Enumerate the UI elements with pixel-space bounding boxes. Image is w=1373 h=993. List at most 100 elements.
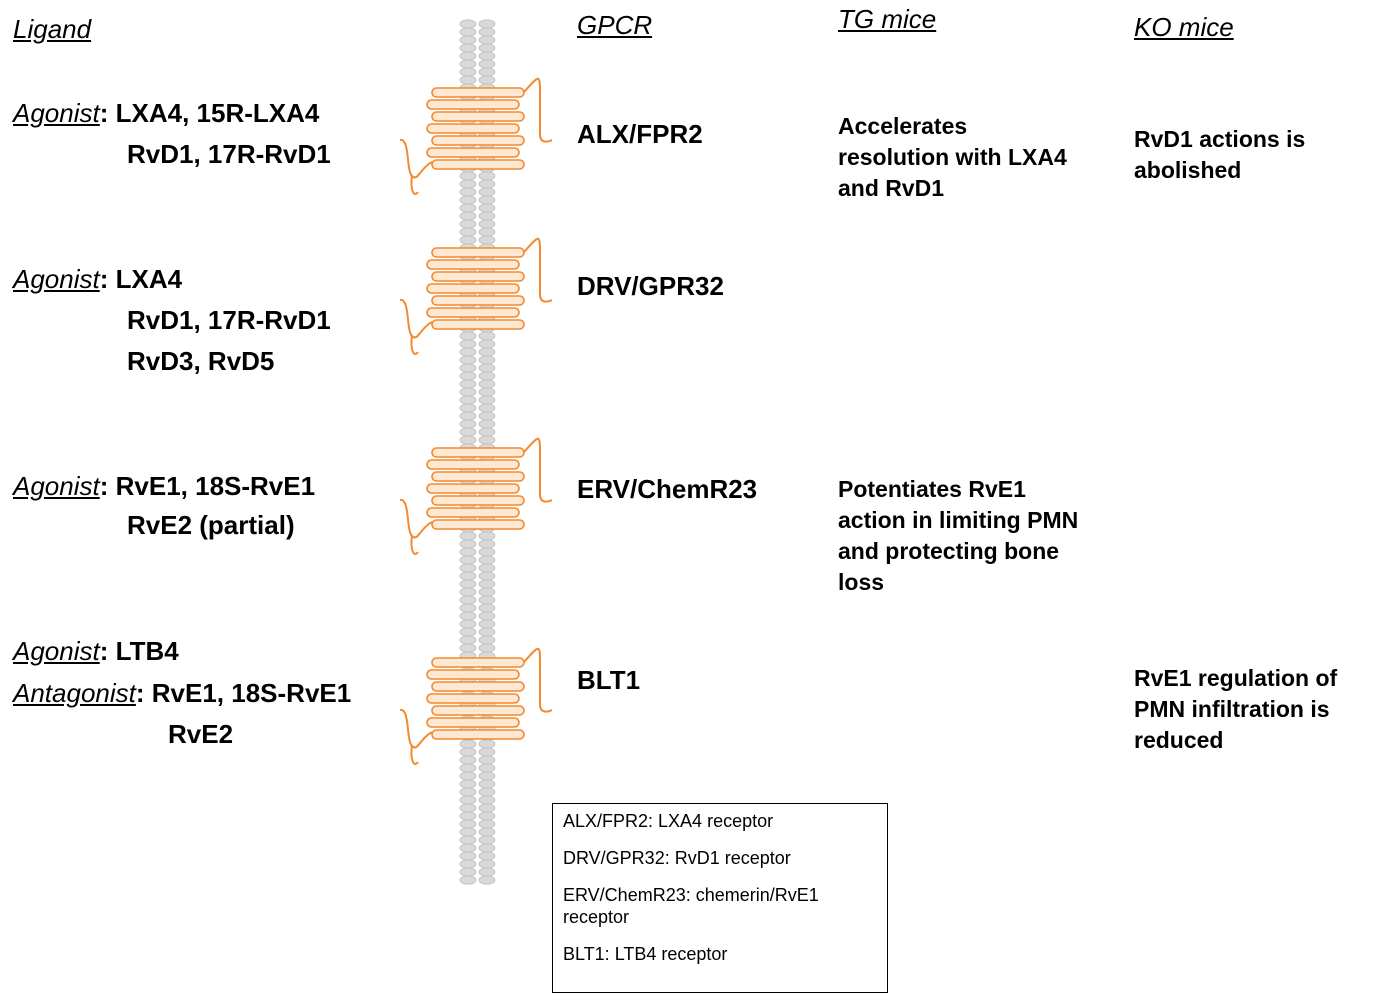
ligand-line: RvE2 (partial) bbox=[127, 510, 295, 540]
lipid-head bbox=[479, 860, 495, 868]
lipid-head bbox=[460, 796, 476, 804]
lipid-head bbox=[460, 68, 476, 76]
lipid-head bbox=[460, 236, 476, 244]
lipid-head bbox=[479, 580, 495, 588]
lipid-head bbox=[460, 612, 476, 620]
lipid-head bbox=[479, 436, 495, 444]
transmembrane-helix bbox=[432, 472, 524, 481]
ligand-row-alx: Agonist: LXA4, 15R-LXA4 bbox=[13, 98, 319, 128]
lipid-head bbox=[479, 364, 495, 372]
ligand-row-drv: Agonist: LXA4 bbox=[13, 264, 182, 294]
lipid-head bbox=[479, 188, 495, 196]
ko-mice-header: KO mice bbox=[1134, 12, 1234, 43]
lipid-head bbox=[460, 396, 476, 404]
ligand-line: RvE1, 18S-RvE1 bbox=[152, 678, 351, 708]
transmembrane-helix bbox=[432, 320, 524, 329]
lipid-head bbox=[460, 636, 476, 644]
transmembrane-helix bbox=[427, 148, 519, 157]
lipid-head bbox=[460, 36, 476, 44]
lipid-head bbox=[479, 220, 495, 228]
lipid-head bbox=[479, 812, 495, 820]
receptor-n-terminus bbox=[400, 300, 432, 338]
ligand-line: RvD1, 17R-RvD1 bbox=[127, 305, 331, 335]
lipid-head bbox=[479, 196, 495, 204]
lipid-head bbox=[460, 564, 476, 572]
lipid-head bbox=[460, 404, 476, 412]
lipid-head bbox=[479, 44, 495, 52]
lipid-head bbox=[460, 868, 476, 876]
lipid-head bbox=[460, 532, 476, 540]
lipid-head bbox=[479, 628, 495, 636]
lipid-head bbox=[460, 76, 476, 84]
lipid-head bbox=[460, 844, 476, 852]
transmembrane-helix bbox=[432, 160, 524, 169]
lipid-head bbox=[460, 812, 476, 820]
lipid-head bbox=[479, 596, 495, 604]
receptor-n-terminus bbox=[400, 710, 432, 748]
lipid-head bbox=[479, 612, 495, 620]
lipid-head bbox=[479, 844, 495, 852]
lipid-head bbox=[460, 412, 476, 420]
ligand-line: RvD1, 17R-RvD1 bbox=[127, 139, 331, 169]
lipid-head bbox=[479, 204, 495, 212]
ligand-row-erv: Agonist: RvE1, 18S-RvE1 bbox=[13, 471, 315, 501]
lipid-head bbox=[460, 548, 476, 556]
lipid-head bbox=[479, 348, 495, 356]
transmembrane-helix bbox=[432, 112, 524, 121]
gpcr-alx-fpr2: ALX/FPR2 bbox=[577, 119, 703, 150]
lipid-head bbox=[479, 52, 495, 60]
lipid-head bbox=[479, 604, 495, 612]
lipid-head bbox=[479, 852, 495, 860]
lipid-head bbox=[479, 172, 495, 180]
transmembrane-helix bbox=[432, 248, 524, 257]
lipid-head bbox=[460, 372, 476, 380]
ko-effect-blt1: RvE1 regulation of PMN infiltration is r… bbox=[1134, 663, 1369, 756]
lipid-head bbox=[479, 68, 495, 76]
ligand-header: Ligand bbox=[13, 14, 91, 45]
agonist-label: Agonist bbox=[13, 264, 100, 294]
transmembrane-helix bbox=[427, 484, 519, 493]
transmembrane-helix bbox=[427, 718, 519, 727]
lipid-head bbox=[479, 876, 495, 884]
ko-effect-alx: RvD1 actions is abolished bbox=[1134, 124, 1364, 186]
lipid-head bbox=[479, 428, 495, 436]
lipid-head bbox=[460, 772, 476, 780]
transmembrane-helix bbox=[427, 508, 519, 517]
lipid-head bbox=[460, 860, 476, 868]
lipid-head bbox=[479, 236, 495, 244]
lipid-head bbox=[460, 356, 476, 364]
lipid-head bbox=[479, 588, 495, 596]
lipid-head bbox=[460, 188, 476, 196]
lipid-head bbox=[479, 564, 495, 572]
receptor-n-loop bbox=[411, 176, 418, 194]
transmembrane-helix bbox=[427, 260, 519, 269]
lipid-head bbox=[460, 580, 476, 588]
lipid-head bbox=[479, 404, 495, 412]
lipid-head bbox=[460, 172, 476, 180]
lipid-head bbox=[479, 820, 495, 828]
lipid-head bbox=[460, 804, 476, 812]
lipid-head bbox=[479, 804, 495, 812]
gpcr-erv-chemr23: ERV/ChemR23 bbox=[577, 474, 757, 505]
lipid-head bbox=[479, 332, 495, 340]
lipid-head bbox=[479, 20, 495, 28]
tg-mice-header: TG mice bbox=[838, 4, 936, 35]
receptor-n-terminus bbox=[400, 140, 432, 178]
lipid-head bbox=[460, 180, 476, 188]
lipid-head bbox=[479, 764, 495, 772]
legend-item: DRV/GPR32: RvD1 receptor bbox=[563, 847, 877, 869]
transmembrane-helix bbox=[432, 296, 524, 305]
transmembrane-helix bbox=[432, 136, 524, 145]
transmembrane-helix bbox=[432, 88, 524, 97]
lipid-head bbox=[460, 876, 476, 884]
lipid-head bbox=[460, 780, 476, 788]
lipid-head bbox=[460, 828, 476, 836]
transmembrane-helix bbox=[432, 496, 524, 505]
lipid-head bbox=[479, 340, 495, 348]
lipid-head bbox=[460, 28, 476, 36]
transmembrane-helix bbox=[432, 448, 524, 457]
lipid-head bbox=[479, 396, 495, 404]
lipid-head bbox=[479, 788, 495, 796]
lipid-head bbox=[479, 868, 495, 876]
legend-item: ALX/FPR2: LXA4 receptor bbox=[563, 810, 877, 832]
